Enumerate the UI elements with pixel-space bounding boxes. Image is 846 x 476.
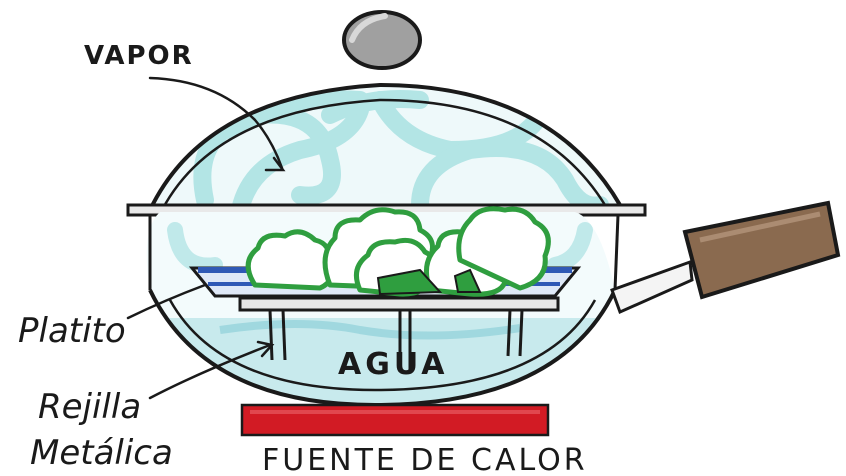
lid-knob-icon [342,10,422,70]
plate-label: Platito [18,311,126,351]
pot-handle [610,200,841,315]
rack-label-line1: Rejilla [38,387,141,427]
rack-label-line2: Metálica [30,433,173,473]
broccoli-icon [245,206,551,297]
heat-source-label: FUENTE DE CALOR [262,443,588,476]
steam-label: VAPOR [84,41,194,71]
wooden-handle-icon [682,200,841,300]
steam-leader [148,76,284,170]
pot-lid [126,82,647,217]
metal-rack [238,296,560,372]
burner-icon [240,403,550,437]
broccoli-stems [376,268,482,296]
leader-lines [126,76,286,400]
plate-leader [126,283,207,320]
rack-leader [148,343,272,400]
water-label: AGUA [338,347,449,382]
